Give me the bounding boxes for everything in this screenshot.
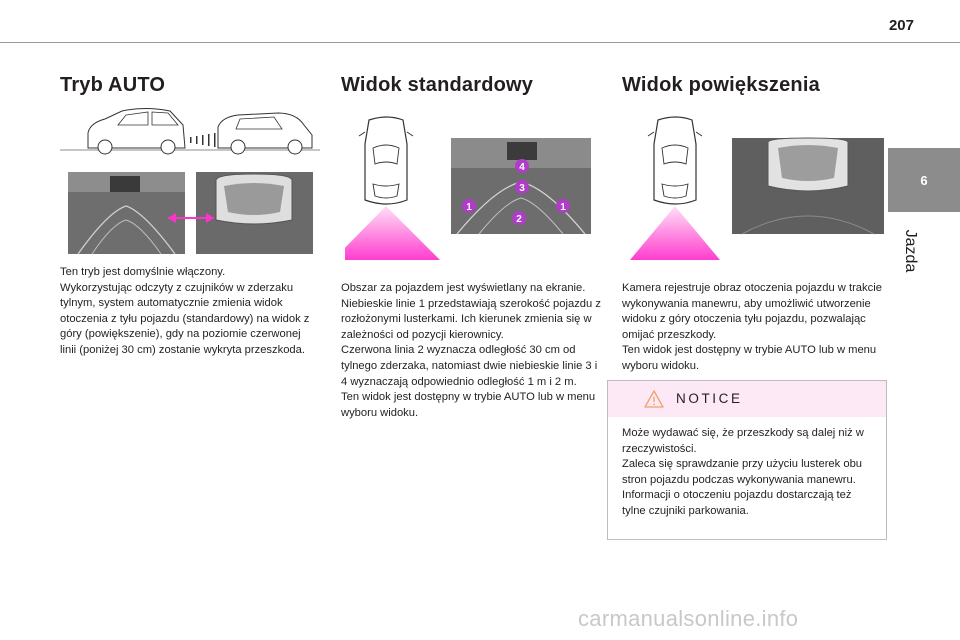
section-title-auto: Tryb AUTO (60, 74, 166, 96)
section-body-auto: Ten tryb jest domyślnie włączony. Wykorz… (60, 265, 316, 359)
warning-icon (644, 390, 664, 408)
notice-box: NOTICE Może wydawać się, że przeszkody s… (607, 380, 887, 540)
page-number: 207 (888, 17, 914, 34)
chapter-tab[interactable]: 6 (888, 148, 960, 212)
paragraph: Kamera rejestruje obraz otoczenia pojazd… (622, 282, 882, 341)
section-title-standard: Widok standardowy (341, 74, 534, 96)
paragraph: Niebieskie linie 1 przedstawiają szeroko… (341, 297, 601, 341)
marker-3: 3 (515, 180, 529, 194)
notice-header: NOTICE (608, 381, 886, 417)
header-rule (0, 42, 960, 43)
notice-body: Może wydawać się, że przeszkody są dalej… (622, 426, 877, 520)
svg-text:4: 4 (519, 162, 525, 173)
chapter-number: 6 (920, 172, 928, 188)
paragraph: Ten tryb jest domyślnie włączony. Wykorz… (60, 266, 310, 356)
marker-1-left: 1 (462, 199, 476, 213)
paragraph: Zaleca się sprawdzanie przy użyciu luste… (622, 458, 863, 486)
standard-view-illustration: 4 3 1 2 1 (333, 114, 591, 260)
paragraph: Obszar za pojazdem jest wyświetlany na e… (341, 282, 586, 294)
footer-watermark: carmanualsonline.info (578, 606, 799, 631)
paragraph: Ten widok jest dostępny w trybie AUTO lu… (341, 391, 596, 419)
svg-text:1: 1 (466, 202, 472, 213)
marker-2: 2 (512, 211, 526, 225)
paragraph: Ten widok jest dostępny w trybie AUTO lu… (622, 344, 877, 372)
marker-1-right: 1 (556, 199, 570, 213)
notice-title: NOTICE (676, 391, 743, 406)
zoom-view-illustration (622, 114, 884, 260)
paragraph: Może wydawać się, że przeszkody są dalej… (622, 427, 864, 455)
svg-text:1: 1 (560, 202, 566, 213)
paragraph: Informacji o otoczeniu pojazdu dostarcza… (622, 489, 852, 517)
car-sensor-illustration (60, 103, 320, 155)
marker-4: 4 (515, 159, 529, 173)
paragraph: Czerwona linia 2 wyznacza odległość 30 c… (341, 344, 598, 388)
chapter-name: Jazda (902, 229, 919, 273)
section-title-zoom: Widok powiększenia (622, 74, 820, 96)
view-markers: 4 3 1 2 1 (462, 159, 570, 225)
section-body-standard: Obszar za pojazdem jest wyświetlany na e… (341, 281, 603, 421)
svg-text:3: 3 (519, 183, 525, 194)
auto-mode-screens (68, 172, 314, 255)
section-body-zoom: Kamera rejestruje obraz otoczenia pojazd… (622, 281, 888, 375)
svg-text:2: 2 (516, 214, 522, 225)
